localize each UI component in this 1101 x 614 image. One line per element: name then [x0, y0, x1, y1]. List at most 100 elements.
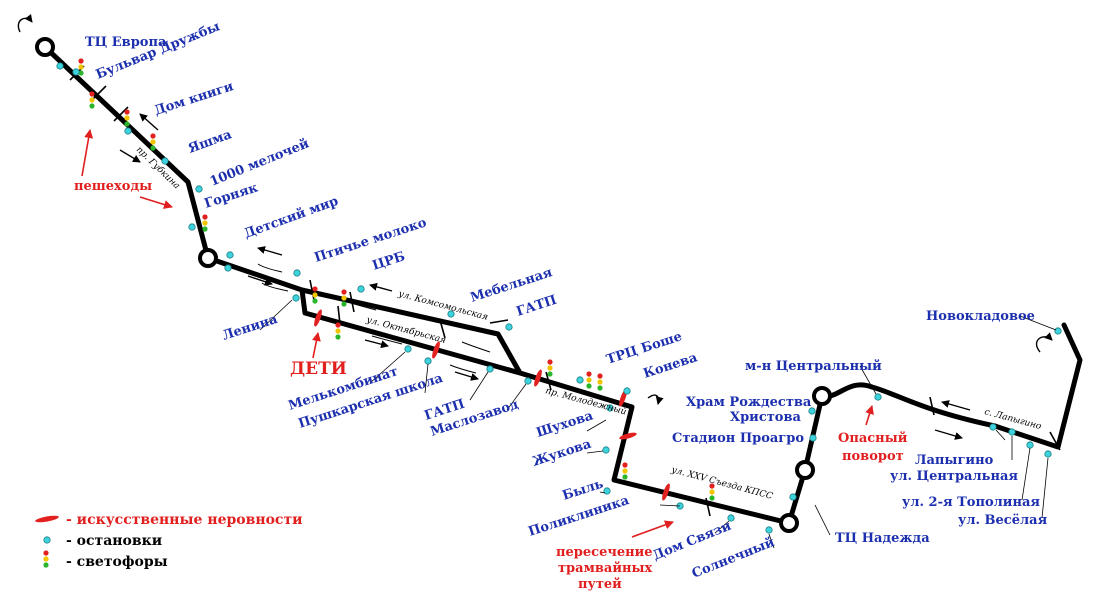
legend-stop-icon [43, 536, 51, 544]
legend-bump-icon [35, 515, 59, 523]
traffic-light [150, 133, 156, 151]
label-bulvar-druzhby: Бульвар Дружбы [94, 19, 222, 82]
stop-dot [808, 407, 816, 415]
traffic-light [709, 483, 715, 501]
label-novokladovoe: Новокладовое [926, 309, 1035, 324]
traffic-light [586, 371, 592, 389]
legend-stops: - остановки [66, 533, 162, 549]
stop-dot [524, 377, 532, 385]
warning-peresechenie-1: пересечение [556, 545, 653, 560]
label-ptichye-moloko: Птичье молоко [313, 215, 429, 266]
stop-dot [293, 269, 301, 277]
stop-dot [124, 127, 132, 135]
traffic-light [341, 289, 347, 307]
label-lenina: Ленина [221, 312, 280, 344]
warning-opasny-2: поворот [842, 449, 904, 464]
label-hram-2: Христова [730, 410, 801, 425]
stop-dot [404, 345, 412, 353]
speed-bump [662, 483, 670, 501]
label-stadion-proagro: Стадион Проагро [672, 431, 804, 446]
stop-dot [602, 446, 610, 454]
label-lapygino: Лапыгино [915, 453, 994, 468]
traffic-light [202, 214, 208, 232]
traffic-light [622, 462, 628, 480]
direction-arrows [119, 113, 971, 440]
traffic-lights [43, 58, 715, 568]
stop-dot [195, 185, 203, 193]
stop-dot [765, 526, 773, 534]
terminal-tc-evropa [35, 37, 55, 57]
cross-ticks [69, 65, 1061, 517]
stop-dot [72, 68, 80, 76]
leader-lines [259, 299, 1057, 549]
label-poliklinika: Поликлиника [527, 493, 632, 540]
label-mn-centralny: м-н Центральный [745, 359, 882, 374]
junction-stadion [795, 460, 815, 480]
warning-peshekhody: пешеходы [74, 179, 152, 194]
speed-bump [432, 341, 440, 359]
stop-dot [603, 487, 611, 495]
stop-dot [292, 294, 300, 302]
junction-mn-centralny [812, 386, 832, 406]
label-shukhova: Шухова [535, 408, 596, 441]
label-yashma: Яшма [186, 127, 234, 157]
turnaround-arrow-start [17, 14, 33, 33]
label-crb: ЦРБ [371, 249, 407, 274]
legend-bumps: - искусственные неровности [66, 512, 303, 528]
stop-dot [1054, 327, 1062, 335]
label-tc-evropa: ТЦ Европа [85, 35, 167, 50]
stop-dot [727, 514, 735, 522]
stop-dot [606, 404, 614, 412]
legend-lights: - светофоры [66, 554, 168, 570]
stop-dot [623, 387, 631, 395]
traffic-light [597, 373, 603, 391]
speed-bump [534, 369, 542, 387]
label-hram-1: Храм Рождества [686, 395, 812, 410]
stop-dot [1026, 441, 1034, 449]
warning-arrows [81, 129, 874, 538]
label-byl: Быль [561, 476, 606, 503]
turnaround-arrow-koneva [647, 394, 664, 405]
stop-dot [447, 310, 455, 318]
road-brackets [257, 263, 491, 374]
label-ul-vesyolaya: ул. Весёлая [958, 513, 1048, 528]
speed-bump [314, 309, 322, 327]
stop-dot [989, 423, 997, 431]
stop-dot [576, 376, 584, 384]
stop-dot [874, 393, 882, 401]
stop-dot [56, 62, 64, 70]
stop-dot [789, 493, 797, 501]
turnaround-arrow-end [1035, 332, 1053, 353]
label-dom-knigi: Дом книги [153, 79, 236, 119]
stops [43, 62, 1062, 544]
stop-dot [505, 323, 513, 331]
legend-light-icon [43, 550, 49, 568]
stop-dot [424, 357, 432, 365]
label-ul-2ya-topolnaya: ул. 2-я Тополиная [902, 495, 1040, 510]
traffic-light [547, 359, 553, 377]
stop-dot [161, 157, 169, 165]
traffic-light [335, 322, 341, 340]
traffic-light [89, 91, 95, 109]
stop-dot [486, 365, 494, 373]
junction-gornyak [198, 248, 218, 268]
speed-bump [619, 432, 637, 440]
legend: - искусственные неровности - остановки -… [66, 512, 303, 570]
stop-dot [1044, 450, 1052, 458]
traffic-light [312, 286, 318, 304]
label-zhukova: Жукова [531, 437, 594, 470]
label-tc-nadezhda: ТЦ Надежда [835, 531, 930, 546]
stop-dot [809, 434, 817, 442]
traffic-light [78, 58, 84, 76]
label-ul-centralnaya: ул. Центральная [890, 469, 1018, 484]
stop-dot [1008, 428, 1016, 436]
stop-dot [226, 251, 234, 259]
label-detskiy-mir: Детский мир [242, 194, 340, 242]
warning-peresechenie-2: трамвайных [558, 561, 653, 576]
stop-dot [224, 264, 232, 272]
warning-opasny-1: Опасный [838, 431, 908, 446]
warning-peresechenie-3: путей [578, 577, 622, 592]
stop-dot [188, 223, 196, 231]
warning-deti: ДЕТИ [290, 359, 347, 379]
